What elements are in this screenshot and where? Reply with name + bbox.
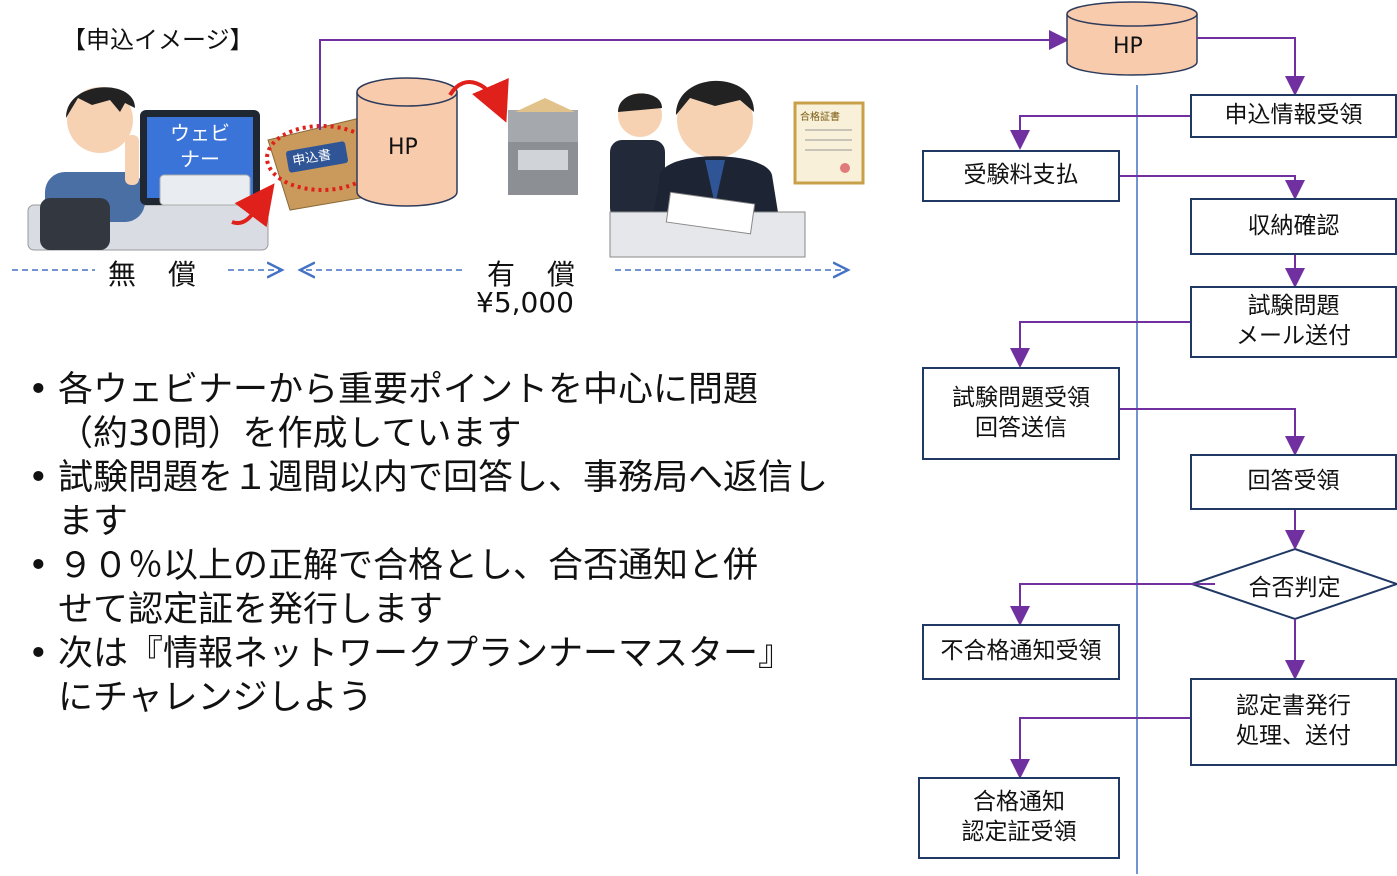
confirm-payment-box: 収納確認 — [1190, 198, 1397, 255]
flow-connectors — [1010, 37, 1305, 779]
red-arrow-1 — [231, 183, 275, 228]
hp-label-flow: HP — [1113, 34, 1143, 59]
filing-cabinet-illustration — [508, 98, 578, 195]
pass-notice-box: 合格通知 認定証受領 — [918, 777, 1120, 859]
hp-database-flow — [1066, 1, 1198, 76]
send-exam-box: 試験問題 メール送付 — [1190, 286, 1397, 358]
judge-label: 合否判定 — [1248, 575, 1341, 601]
receive-exam-box: 試験問題受領 回答送信 — [922, 367, 1120, 460]
red-arrow-2 — [448, 78, 509, 123]
application-image-title: 【申込イメージ】 — [62, 26, 254, 54]
hp-label-illustration: HP — [388, 135, 418, 160]
bullet-item: •次は『情報ネットワークプランナーマスター』 にチャレンジしよう — [28, 634, 794, 718]
hp-database-illustration — [356, 77, 458, 207]
examiner-illustration — [609, 80, 806, 258]
free-label: 無 償 — [108, 258, 199, 291]
webinar-screen-text: ウェビ ナー — [170, 121, 230, 171]
paid-label: 有 償 — [487, 258, 578, 291]
certificate-text: 合格証書 — [800, 112, 840, 123]
bullet-item: •試験問題を１週間以内で回答し、事務局へ返信し ます — [28, 458, 829, 542]
issue-certificate-box: 認定書発行 処理、送付 — [1190, 678, 1397, 766]
bullet-item: •各ウェビナーから重要ポイントを中心に問題 （約30問）を作成しています — [28, 370, 759, 454]
receive-application-box: 申込情報受領 — [1190, 94, 1397, 138]
description-list: •各ウェビナーから重要ポイントを中心に問題 （約30問）を作成しています •試験… — [28, 368, 908, 720]
receive-answers-box: 回答受領 — [1190, 454, 1397, 510]
webinar-user-illustration — [27, 87, 269, 251]
bullet-item: •９０％以上の正解で合格とし、合否通知と併 せて認定証を発行します — [28, 546, 759, 630]
pay-fee-box: 受験料支払 — [922, 150, 1120, 202]
flow-arrow-to-hp — [319, 30, 1069, 130]
price-label: ¥5,000 — [476, 286, 574, 319]
certificate-illustration — [793, 101, 865, 185]
fail-notice-box: 不合格通知受領 — [922, 624, 1120, 680]
